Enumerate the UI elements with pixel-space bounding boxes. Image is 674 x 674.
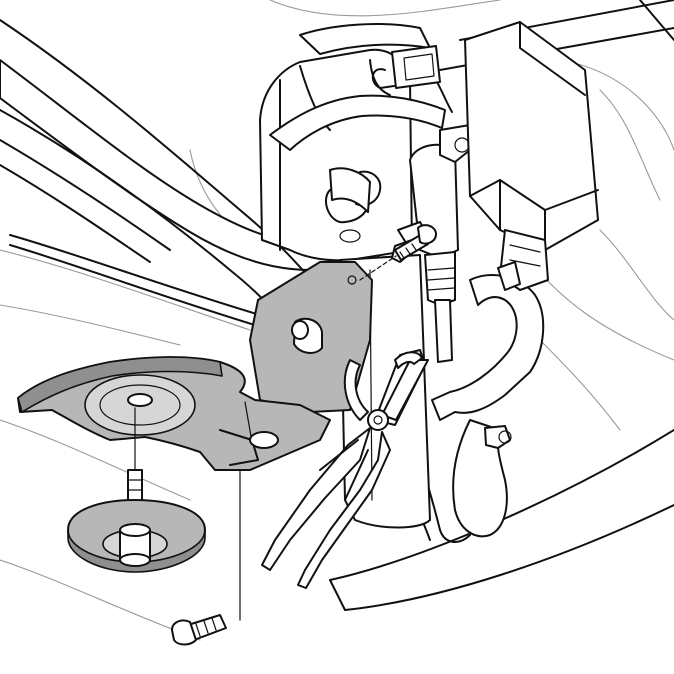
mounting-bolt <box>171 614 227 646</box>
upper-bolt <box>359 224 437 281</box>
rubber-grommet-mount <box>67 469 206 573</box>
rear-bracket <box>249 261 373 413</box>
heat-shield-bracket <box>17 356 331 471</box>
upper-hoses <box>269 23 453 213</box>
electrical-connector <box>371 45 441 89</box>
control-module <box>464 21 599 291</box>
alignment-lines <box>134 407 241 621</box>
hose-clamp-pliers <box>261 349 429 589</box>
